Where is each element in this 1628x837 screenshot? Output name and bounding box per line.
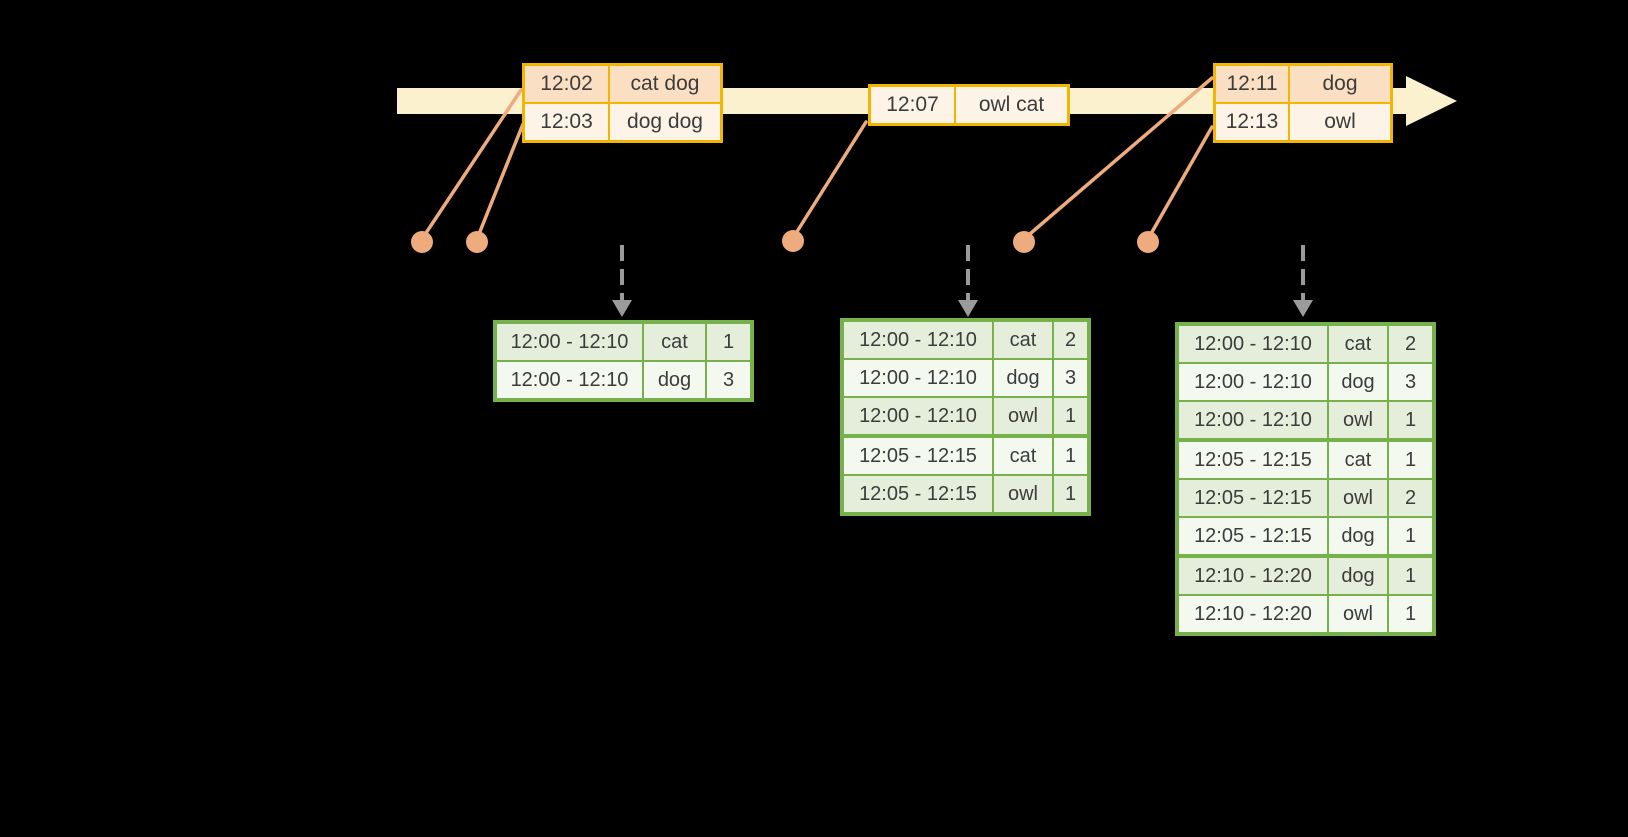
event-dot bbox=[466, 231, 488, 253]
table-cell-word: dog bbox=[644, 362, 705, 398]
trigger-arrowhead-icon bbox=[612, 300, 632, 317]
table-cell-time: 12:02 bbox=[525, 66, 608, 102]
table-cell-window: 12:05 - 12:15 bbox=[844, 438, 992, 474]
table-cell-window: 12:00 - 12:10 bbox=[844, 398, 992, 434]
axis-arrowhead-icon bbox=[1406, 76, 1457, 126]
table-cell-window: 12:05 - 12:15 bbox=[1179, 518, 1327, 554]
table-cell-word: dog bbox=[1329, 364, 1387, 400]
table-cell-count: 1 bbox=[1389, 558, 1432, 594]
table-cell-count: 3 bbox=[1389, 364, 1432, 400]
table-cell-word: cat bbox=[644, 324, 705, 360]
table-cell-words: dog dog bbox=[610, 104, 720, 140]
table-cell-time: 12:03 bbox=[525, 104, 608, 140]
table-cell-count: 1 bbox=[1054, 476, 1087, 512]
table-cell-word: cat bbox=[994, 438, 1052, 474]
table-cell-window: 12:10 - 12:20 bbox=[1179, 558, 1327, 594]
table-cell-word: owl bbox=[1329, 596, 1387, 632]
trigger-arrowhead-icon bbox=[1293, 300, 1313, 317]
table-cell-window: 12:00 - 12:10 bbox=[1179, 364, 1327, 400]
table-cell-window: 12:00 - 12:10 bbox=[1179, 326, 1327, 362]
table-cell-count: 1 bbox=[1054, 398, 1087, 434]
table-cell-window: 12:05 - 12:15 bbox=[1179, 480, 1327, 516]
table-cell-word: dog bbox=[1329, 518, 1387, 554]
table-cell-count: 3 bbox=[1054, 360, 1087, 396]
table-cell-count: 3 bbox=[707, 362, 750, 398]
event-connector-line bbox=[475, 122, 525, 241]
table-cell-window: 12:00 - 12:10 bbox=[844, 322, 992, 358]
event-connector-line bbox=[1146, 125, 1214, 241]
table-cell-word: dog bbox=[1329, 558, 1387, 594]
table-cell-window: 12:00 - 12:10 bbox=[497, 324, 642, 360]
table-cell-word: owl bbox=[994, 476, 1052, 512]
event-dot bbox=[411, 231, 433, 253]
event-dot bbox=[782, 230, 804, 252]
table-cell-window: 12:00 - 12:10 bbox=[844, 360, 992, 396]
table-cell-window: 12:05 - 12:15 bbox=[1179, 442, 1327, 478]
table-cell-word: owl bbox=[1329, 402, 1387, 438]
trigger-arrowhead-icon bbox=[958, 300, 978, 317]
table-cell-count: 1 bbox=[707, 324, 750, 360]
table-cell-word: cat bbox=[1329, 442, 1387, 478]
event-connector-line bbox=[791, 120, 868, 240]
table-cell-word: cat bbox=[1329, 326, 1387, 362]
table-cell-word: owl bbox=[1329, 480, 1387, 516]
event-dot bbox=[1137, 231, 1159, 253]
table-cell-window: 12:05 - 12:15 bbox=[844, 476, 992, 512]
table-cell-window: 12:00 - 12:10 bbox=[1179, 402, 1327, 438]
table-cell-word: dog bbox=[994, 360, 1052, 396]
table-cell-count: 1 bbox=[1389, 596, 1432, 632]
table-cell-words: dog bbox=[1290, 66, 1390, 102]
table-cell-time: 12:07 bbox=[871, 87, 954, 123]
table-cell-count: 2 bbox=[1054, 322, 1087, 358]
event-dot bbox=[1013, 231, 1035, 253]
table-cell-count: 1 bbox=[1054, 438, 1087, 474]
table-cell-count: 1 bbox=[1389, 442, 1432, 478]
table-cell-words: owl bbox=[1290, 104, 1390, 140]
table-cell-count: 2 bbox=[1389, 326, 1432, 362]
table-cell-words: owl cat bbox=[956, 87, 1067, 123]
table-cell-word: cat bbox=[994, 322, 1052, 358]
table-cell-window: 12:10 - 12:20 bbox=[1179, 596, 1327, 632]
table-cell-count: 2 bbox=[1389, 480, 1432, 516]
table-cell-window: 12:00 - 12:10 bbox=[497, 362, 642, 398]
table-cell-count: 1 bbox=[1389, 402, 1432, 438]
table-cell-time: 12:13 bbox=[1216, 104, 1288, 140]
table-cell-word: owl bbox=[994, 398, 1052, 434]
table-cell-words: cat dog bbox=[610, 66, 720, 102]
table-cell-count: 1 bbox=[1389, 518, 1432, 554]
table-cell-time: 12:11 bbox=[1216, 66, 1288, 102]
